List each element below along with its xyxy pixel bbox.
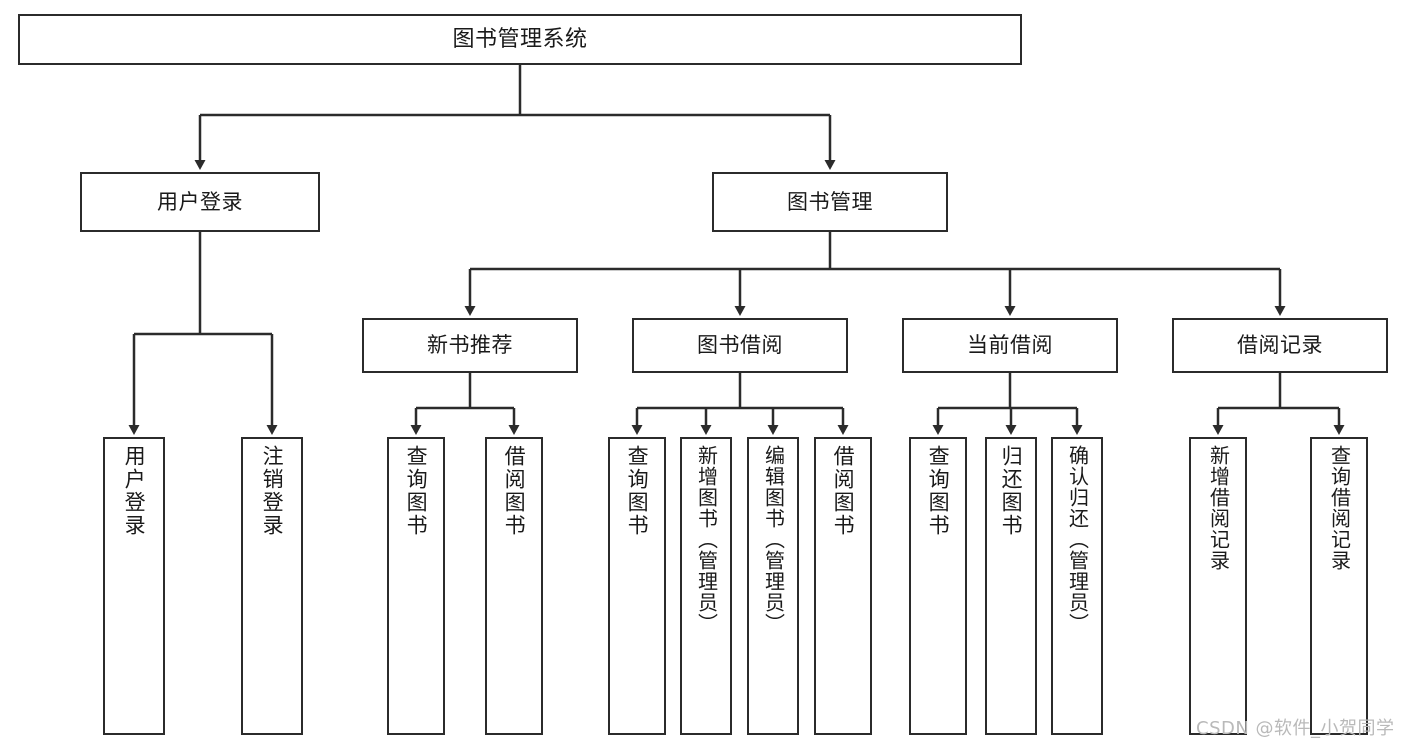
node-label-leaf-rc-add: 新增借阅记录 [1206, 445, 1231, 571]
node-records[interactable]: 借阅记录 [1172, 318, 1388, 373]
node-label-current: 当前借阅 [967, 333, 1053, 358]
node-label-leaf-cu-confirm: 确认归还（管理员） [1065, 445, 1090, 634]
node-label-leaf-nb-query: 查询图书 [404, 445, 429, 537]
node-leaf-nb-borrow[interactable]: 借阅图书 [485, 437, 543, 735]
node-leaf-user-logout[interactable]: 注销登录 [241, 437, 303, 735]
node-label-leaf-bo-lend: 借阅图书 [831, 445, 856, 537]
node-borrow[interactable]: 图书借阅 [632, 318, 848, 373]
node-label-leaf-cu-query: 查询图书 [926, 445, 951, 537]
node-leaf-cu-query[interactable]: 查询图书 [909, 437, 967, 735]
node-label-leaf-rc-query: 查询借阅记录 [1327, 445, 1352, 571]
node-label-records: 借阅记录 [1237, 333, 1323, 358]
node-label-root: 图书管理系统 [452, 26, 588, 52]
node-bookmgmt[interactable]: 图书管理 [712, 172, 948, 232]
node-leaf-bo-lend[interactable]: 借阅图书 [814, 437, 872, 735]
node-leaf-bo-query[interactable]: 查询图书 [608, 437, 666, 735]
node-leaf-cu-return[interactable]: 归还图书 [985, 437, 1037, 735]
node-label-leaf-bo-query: 查询图书 [625, 445, 650, 537]
node-label-login: 用户登录 [157, 189, 243, 214]
node-leaf-cu-confirm[interactable]: 确认归还（管理员） [1051, 437, 1103, 735]
node-root[interactable]: 图书管理系统 [18, 14, 1022, 65]
node-label-leaf-bo-edit: 编辑图书（管理员） [761, 445, 786, 634]
node-label-bookmgmt: 图书管理 [787, 189, 873, 214]
node-label-newbook: 新书推荐 [427, 333, 513, 358]
watermark: CSDN @软件_小贺同学 [1196, 718, 1395, 739]
node-label-leaf-user-login: 用户登录 [122, 445, 147, 537]
node-leaf-bo-edit[interactable]: 编辑图书（管理员） [747, 437, 799, 735]
node-leaf-rc-query[interactable]: 查询借阅记录 [1310, 437, 1368, 735]
node-leaf-bo-add[interactable]: 新增图书（管理员） [680, 437, 732, 735]
node-label-leaf-nb-borrow: 借阅图书 [502, 445, 527, 537]
node-leaf-rc-add[interactable]: 新增借阅记录 [1189, 437, 1247, 735]
node-label-leaf-cu-return: 归还图书 [999, 445, 1024, 537]
node-label-leaf-bo-add: 新增图书（管理员） [694, 445, 719, 634]
node-label-leaf-user-logout: 注销登录 [260, 445, 285, 537]
node-current[interactable]: 当前借阅 [902, 318, 1118, 373]
node-leaf-nb-query[interactable]: 查询图书 [387, 437, 445, 735]
node-newbook[interactable]: 新书推荐 [362, 318, 578, 373]
node-leaf-user-login[interactable]: 用户登录 [103, 437, 165, 735]
node-label-borrow: 图书借阅 [697, 333, 783, 358]
node-login[interactable]: 用户登录 [80, 172, 320, 232]
